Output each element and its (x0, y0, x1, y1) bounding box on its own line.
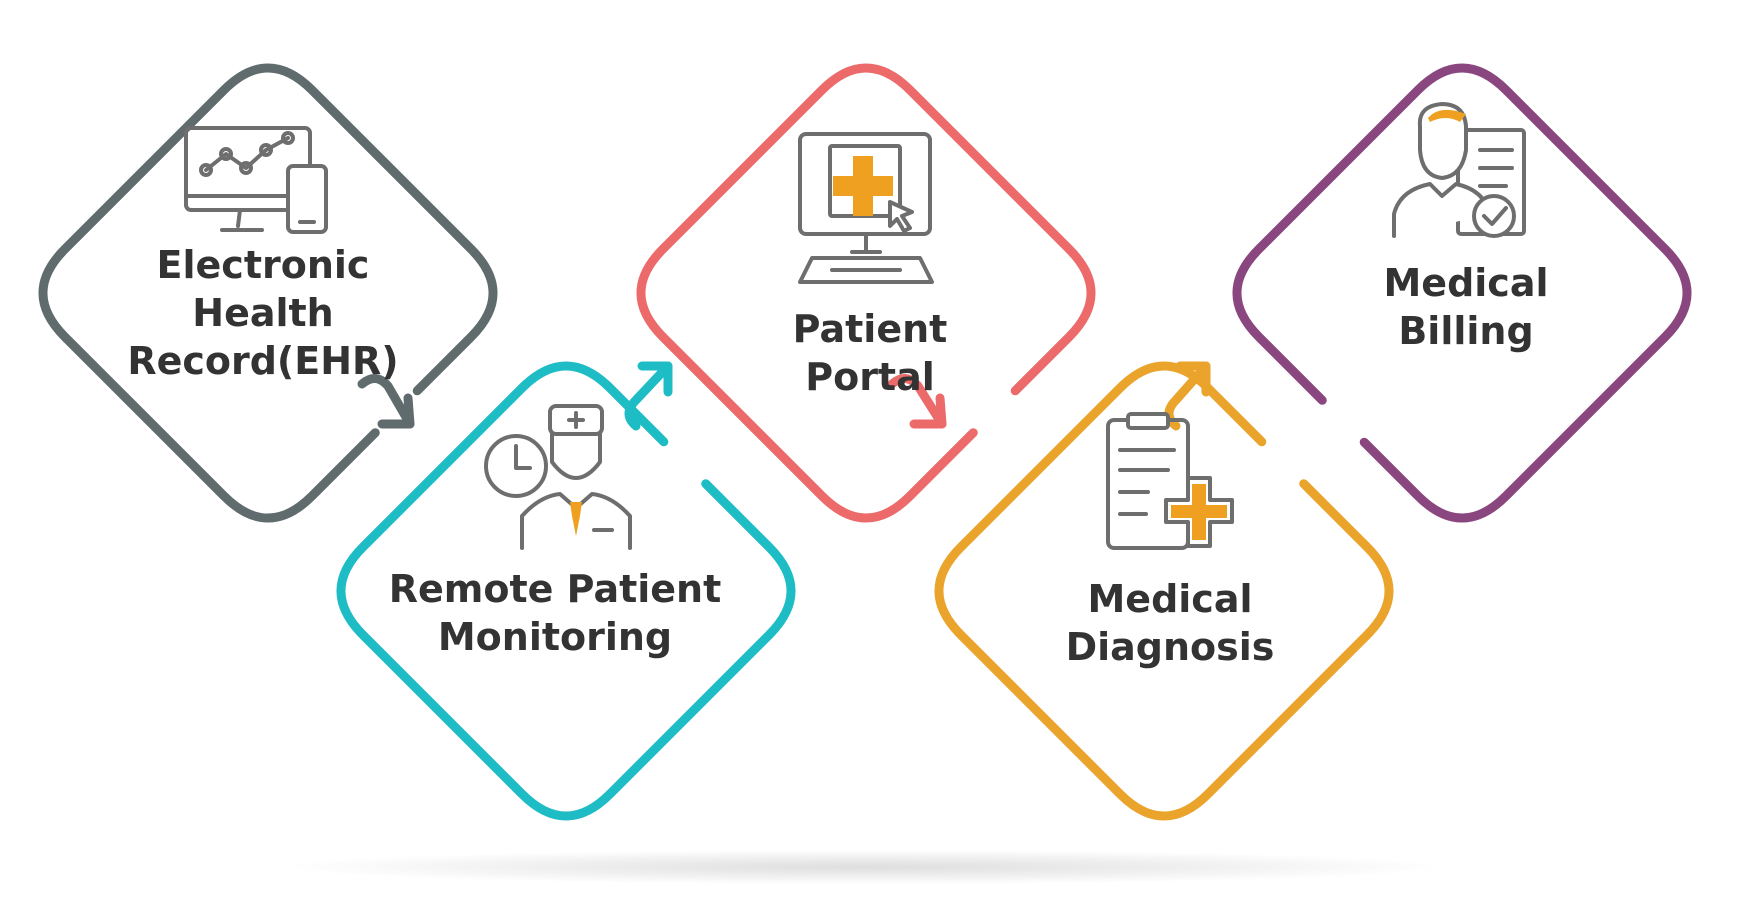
diamond-frame-monitoring (336, 361, 796, 821)
arrow-head (377, 393, 415, 429)
computer-phone-chart-icon (184, 126, 328, 234)
arrow-head (1175, 361, 1211, 397)
diamond-frame-ehr (38, 63, 498, 523)
step-label-billing: Medical Billing (1316, 259, 1616, 355)
step-label-line: Portal (805, 355, 935, 399)
floor-shadow (290, 850, 1440, 884)
step-label-monitoring: Remote Patient Monitoring (360, 565, 750, 661)
step-label-line: Remote Patient (388, 567, 722, 611)
step-label-portal: Patient Portal (720, 305, 1020, 401)
step-label-line: Monitoring (437, 615, 673, 659)
step-label-line: Diagnosis (1065, 625, 1275, 669)
person-document-check-icon (1392, 102, 1526, 238)
arrow-shaft (357, 374, 415, 429)
step-label-line: Medical (1383, 261, 1549, 305)
clipboard-medical-cross-icon (1106, 412, 1234, 550)
computer-medical-cross-icon (798, 132, 934, 284)
connector-arrow (624, 361, 673, 431)
step-label-line: Patient (792, 307, 948, 351)
step-label-line: Medical (1087, 577, 1253, 621)
step-label-line: Electronic (156, 243, 370, 287)
step-label-line: Billing (1398, 309, 1534, 353)
connector-arrow (357, 374, 415, 429)
diamond-frame-billing (1232, 63, 1692, 523)
step-label-line: Record(EHR) (127, 339, 399, 383)
arrow-head (637, 361, 673, 397)
doctor-clock-icon (484, 404, 632, 550)
step-label-line: Health (192, 291, 334, 335)
arrow-shaft (887, 374, 947, 429)
connector-arrow (887, 374, 947, 429)
arrow-shaft (624, 361, 673, 431)
diamond-frame-diagnosis (934, 361, 1394, 821)
diamond-frame-portal (636, 63, 1096, 523)
arrow-head (909, 393, 947, 429)
connector-arrow (1164, 361, 1211, 431)
diamond-frames (38, 63, 1692, 821)
arrow-shaft (1164, 361, 1211, 431)
connector-arrows (357, 361, 1211, 431)
step-label-diagnosis: Medical Diagnosis (1020, 575, 1320, 671)
step-label-ehr: Electronic Health Record(EHR) (108, 241, 418, 385)
